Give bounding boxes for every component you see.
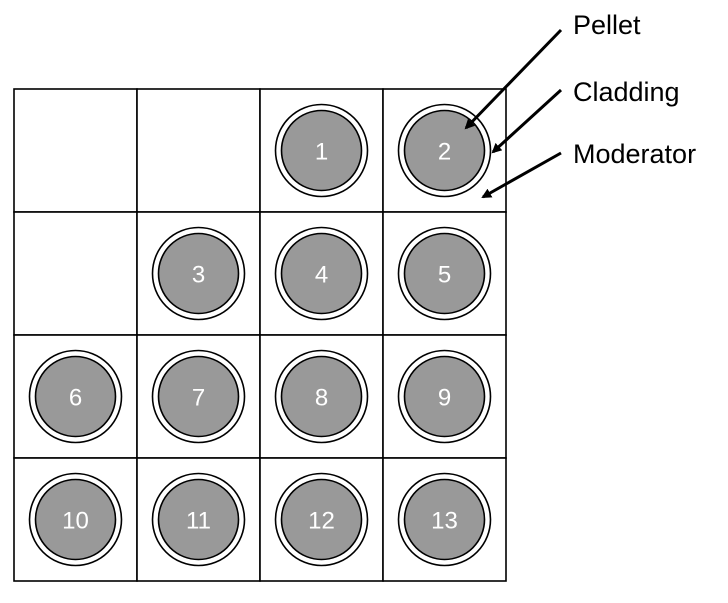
fuel-pin: 5	[397, 226, 492, 321]
pin-number: 4	[315, 262, 328, 289]
pellet-label: Pellet	[573, 10, 641, 40]
pellet-circle	[157, 232, 240, 315]
pellet-arrow	[464, 28, 563, 130]
pin-number: 3	[192, 262, 205, 289]
pin-number: 12	[308, 508, 335, 535]
pellet-circle	[157, 355, 240, 438]
moderator-label: Moderator	[573, 139, 696, 169]
pin-number: 6	[69, 385, 82, 412]
pin-number: 11	[186, 508, 211, 535]
cladding-arrow	[491, 88, 563, 154]
lattice-cell	[13, 88, 138, 213]
pellet-circle	[34, 478, 117, 561]
pellet-circle	[157, 478, 240, 561]
pin-number: 5	[438, 262, 451, 289]
pellet-circle	[403, 232, 486, 315]
pellet-circle	[34, 355, 117, 438]
fuel-pin: 8	[274, 349, 369, 444]
pin-number: 8	[315, 385, 328, 412]
pellet-circle	[403, 109, 486, 192]
pin-number: 13	[431, 508, 458, 535]
pellet-circle	[403, 478, 486, 561]
fuel-pin: 4	[274, 226, 369, 321]
pin-number: 2	[438, 139, 451, 166]
pellet-circle	[280, 109, 363, 192]
pellet-circle	[280, 355, 363, 438]
callouts: Pellet Cladding Moderator	[464, 10, 696, 199]
pellet-circle	[280, 478, 363, 561]
lattice-cell	[136, 88, 261, 213]
fuel-pin: 3	[151, 226, 246, 321]
pin-number: 10	[62, 508, 89, 535]
pin-number: 1	[315, 139, 328, 166]
fuel-pin: 13	[397, 472, 492, 567]
fuel-pin: 6	[28, 349, 123, 444]
pellet-circle	[403, 355, 486, 438]
pin-number: 7	[192, 385, 205, 412]
pellet-circle	[280, 232, 363, 315]
fuel-pin: 12	[274, 472, 369, 567]
lattice-cell	[13, 211, 138, 336]
fuel-pin: 10	[28, 472, 123, 567]
fuel-pin: 1	[274, 103, 369, 198]
fuel-pin: 11	[151, 472, 246, 567]
fuel-pin: 7	[151, 349, 246, 444]
fuel-pin: 9	[397, 349, 492, 444]
moderator-arrow	[481, 151, 562, 199]
pin-number: 9	[438, 385, 451, 412]
cladding-label: Cladding	[573, 77, 680, 107]
